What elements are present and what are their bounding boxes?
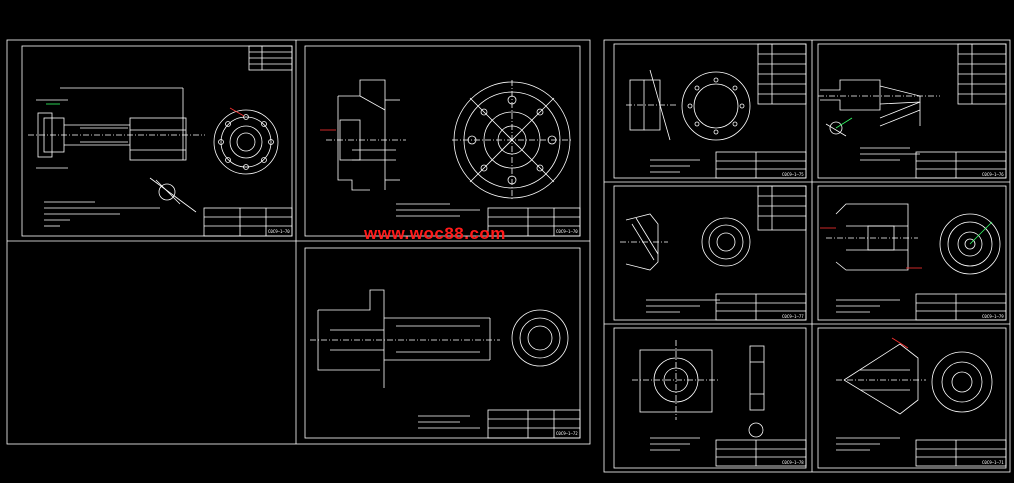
sheet-shaft-assembly <box>21 45 293 237</box>
sheet-bracket <box>613 327 807 469</box>
left-drawing-frame <box>6 39 591 445</box>
sheet-bevel-gear <box>613 185 807 321</box>
sheet-h-code: C0C9—1—78 <box>782 460 804 465</box>
sheet-cone-part <box>817 327 1007 469</box>
sheet-g-code: C0C9—1—79 <box>982 314 1004 319</box>
sheet-a-code: C0C9—1—70 <box>268 229 290 234</box>
sheet-e-code: C0C9—1—76 <box>982 172 1004 177</box>
right-drawing-frame <box>603 39 1011 473</box>
sheet-hub-disc <box>304 45 581 237</box>
sheet-housing <box>817 185 1007 321</box>
sheet-flange-part <box>613 43 807 179</box>
sheet-taper-shaft <box>817 43 1007 179</box>
sheet-f-code: C0C9—1—77 <box>782 314 804 319</box>
site-watermark: www.woc88.com <box>364 224 506 243</box>
sheet-b-code: C0C9—1—70 <box>556 229 578 234</box>
sheet-d-code: C0C9—1—75 <box>782 172 804 177</box>
sheet-j-code: C0C9—1—72 <box>556 431 578 436</box>
sheet-i-code: C0C9—1—71 <box>982 460 1004 465</box>
sheet-sleeve <box>304 247 581 439</box>
